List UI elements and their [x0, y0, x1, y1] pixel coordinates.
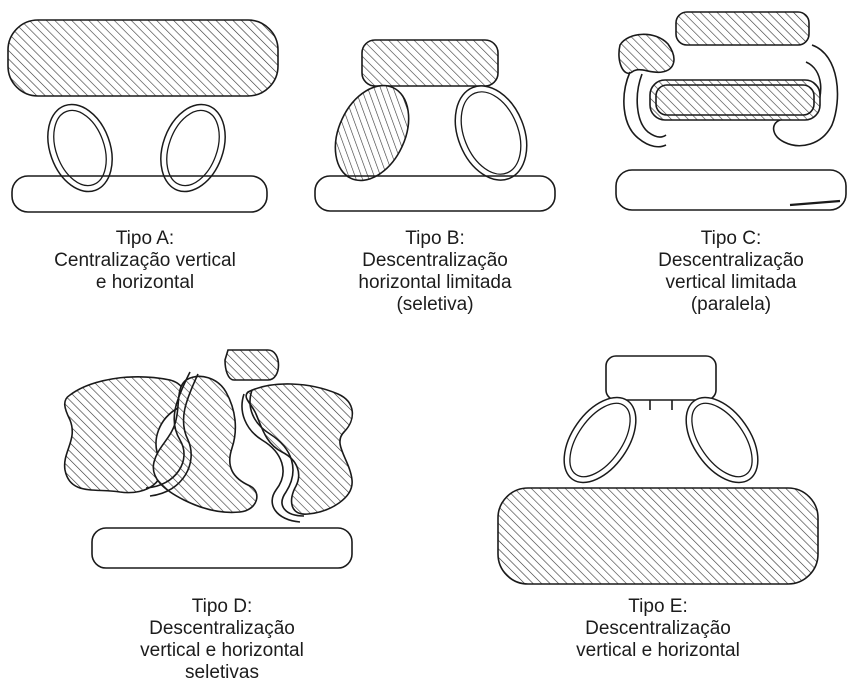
caption-type-c: Tipo C: Descentralização vertical limita…: [616, 228, 846, 316]
type-b-support-staff: [442, 75, 540, 191]
caption-type-b: Tipo B: Descentralização horizontal limi…: [315, 228, 555, 316]
caption-type-d-title: Tipo D:: [92, 596, 352, 618]
type-c-strategic-apex: [676, 12, 809, 45]
type-a-operating-core: [12, 176, 267, 212]
type-d-operating-core: [92, 528, 352, 568]
type-c-figure: [616, 12, 846, 210]
type-d-figure: [65, 350, 353, 568]
type-c-left-unit: [619, 34, 674, 73]
type-a-support-staff: [149, 95, 236, 200]
caption-type-c-line-1: Descentralização: [616, 250, 846, 272]
caption-type-a-title: Tipo A:: [10, 228, 280, 250]
type-c-mark: [790, 201, 840, 205]
caption-type-c-line-2: vertical limitada: [616, 272, 846, 294]
type-e-operating-core: [498, 488, 818, 584]
caption-type-e-line-2: vertical e horizontal: [528, 640, 788, 662]
caption-type-b-line-2: horizontal limitada: [315, 272, 555, 294]
caption-type-c-title: Tipo C:: [616, 228, 846, 250]
caption-type-b-line-3: (seletiva): [315, 294, 555, 316]
type-e-figure: [498, 356, 818, 584]
caption-type-d: Tipo D: Descentralização vertical e hori…: [92, 596, 352, 684]
type-b-technostructure: [321, 74, 423, 193]
caption-type-e-title: Tipo E:: [528, 596, 788, 618]
type-e-strategic-apex: [606, 356, 716, 400]
type-b-operating-core: [315, 176, 555, 211]
caption-type-b-line-1: Descentralização: [315, 250, 555, 272]
type-b-figure: [315, 40, 555, 211]
type-b-strategic-apex: [362, 40, 498, 86]
caption-type-b-title: Tipo B:: [315, 228, 555, 250]
caption-type-c-line-3: (paralela): [616, 294, 846, 316]
type-d-strategic-apex: [225, 350, 279, 380]
caption-type-a-line-1: Centralização vertical: [10, 250, 280, 272]
type-c-middle-line: [650, 80, 820, 120]
type-a-strategic-apex: [8, 20, 278, 96]
caption-type-e: Tipo E: Descentralização vertical e hori…: [528, 596, 788, 662]
caption-type-d-line-2: vertical e horizontal: [92, 640, 352, 662]
type-a-figure: [8, 20, 278, 212]
type-a-technostructure: [36, 95, 123, 200]
caption-type-d-line-3: seletivas: [92, 662, 352, 684]
type-e-technostructure: [550, 385, 651, 496]
type-e-support-staff: [672, 385, 773, 496]
caption-type-e-line-1: Descentralização: [528, 618, 788, 640]
caption-type-d-line-1: Descentralização: [92, 618, 352, 640]
type-e-neck: [650, 400, 672, 410]
type-d-right-blob: [246, 384, 352, 514]
caption-type-a-line-2: e horizontal: [10, 272, 280, 294]
caption-type-a: Tipo A: Centralização vertical e horizon…: [10, 228, 280, 294]
